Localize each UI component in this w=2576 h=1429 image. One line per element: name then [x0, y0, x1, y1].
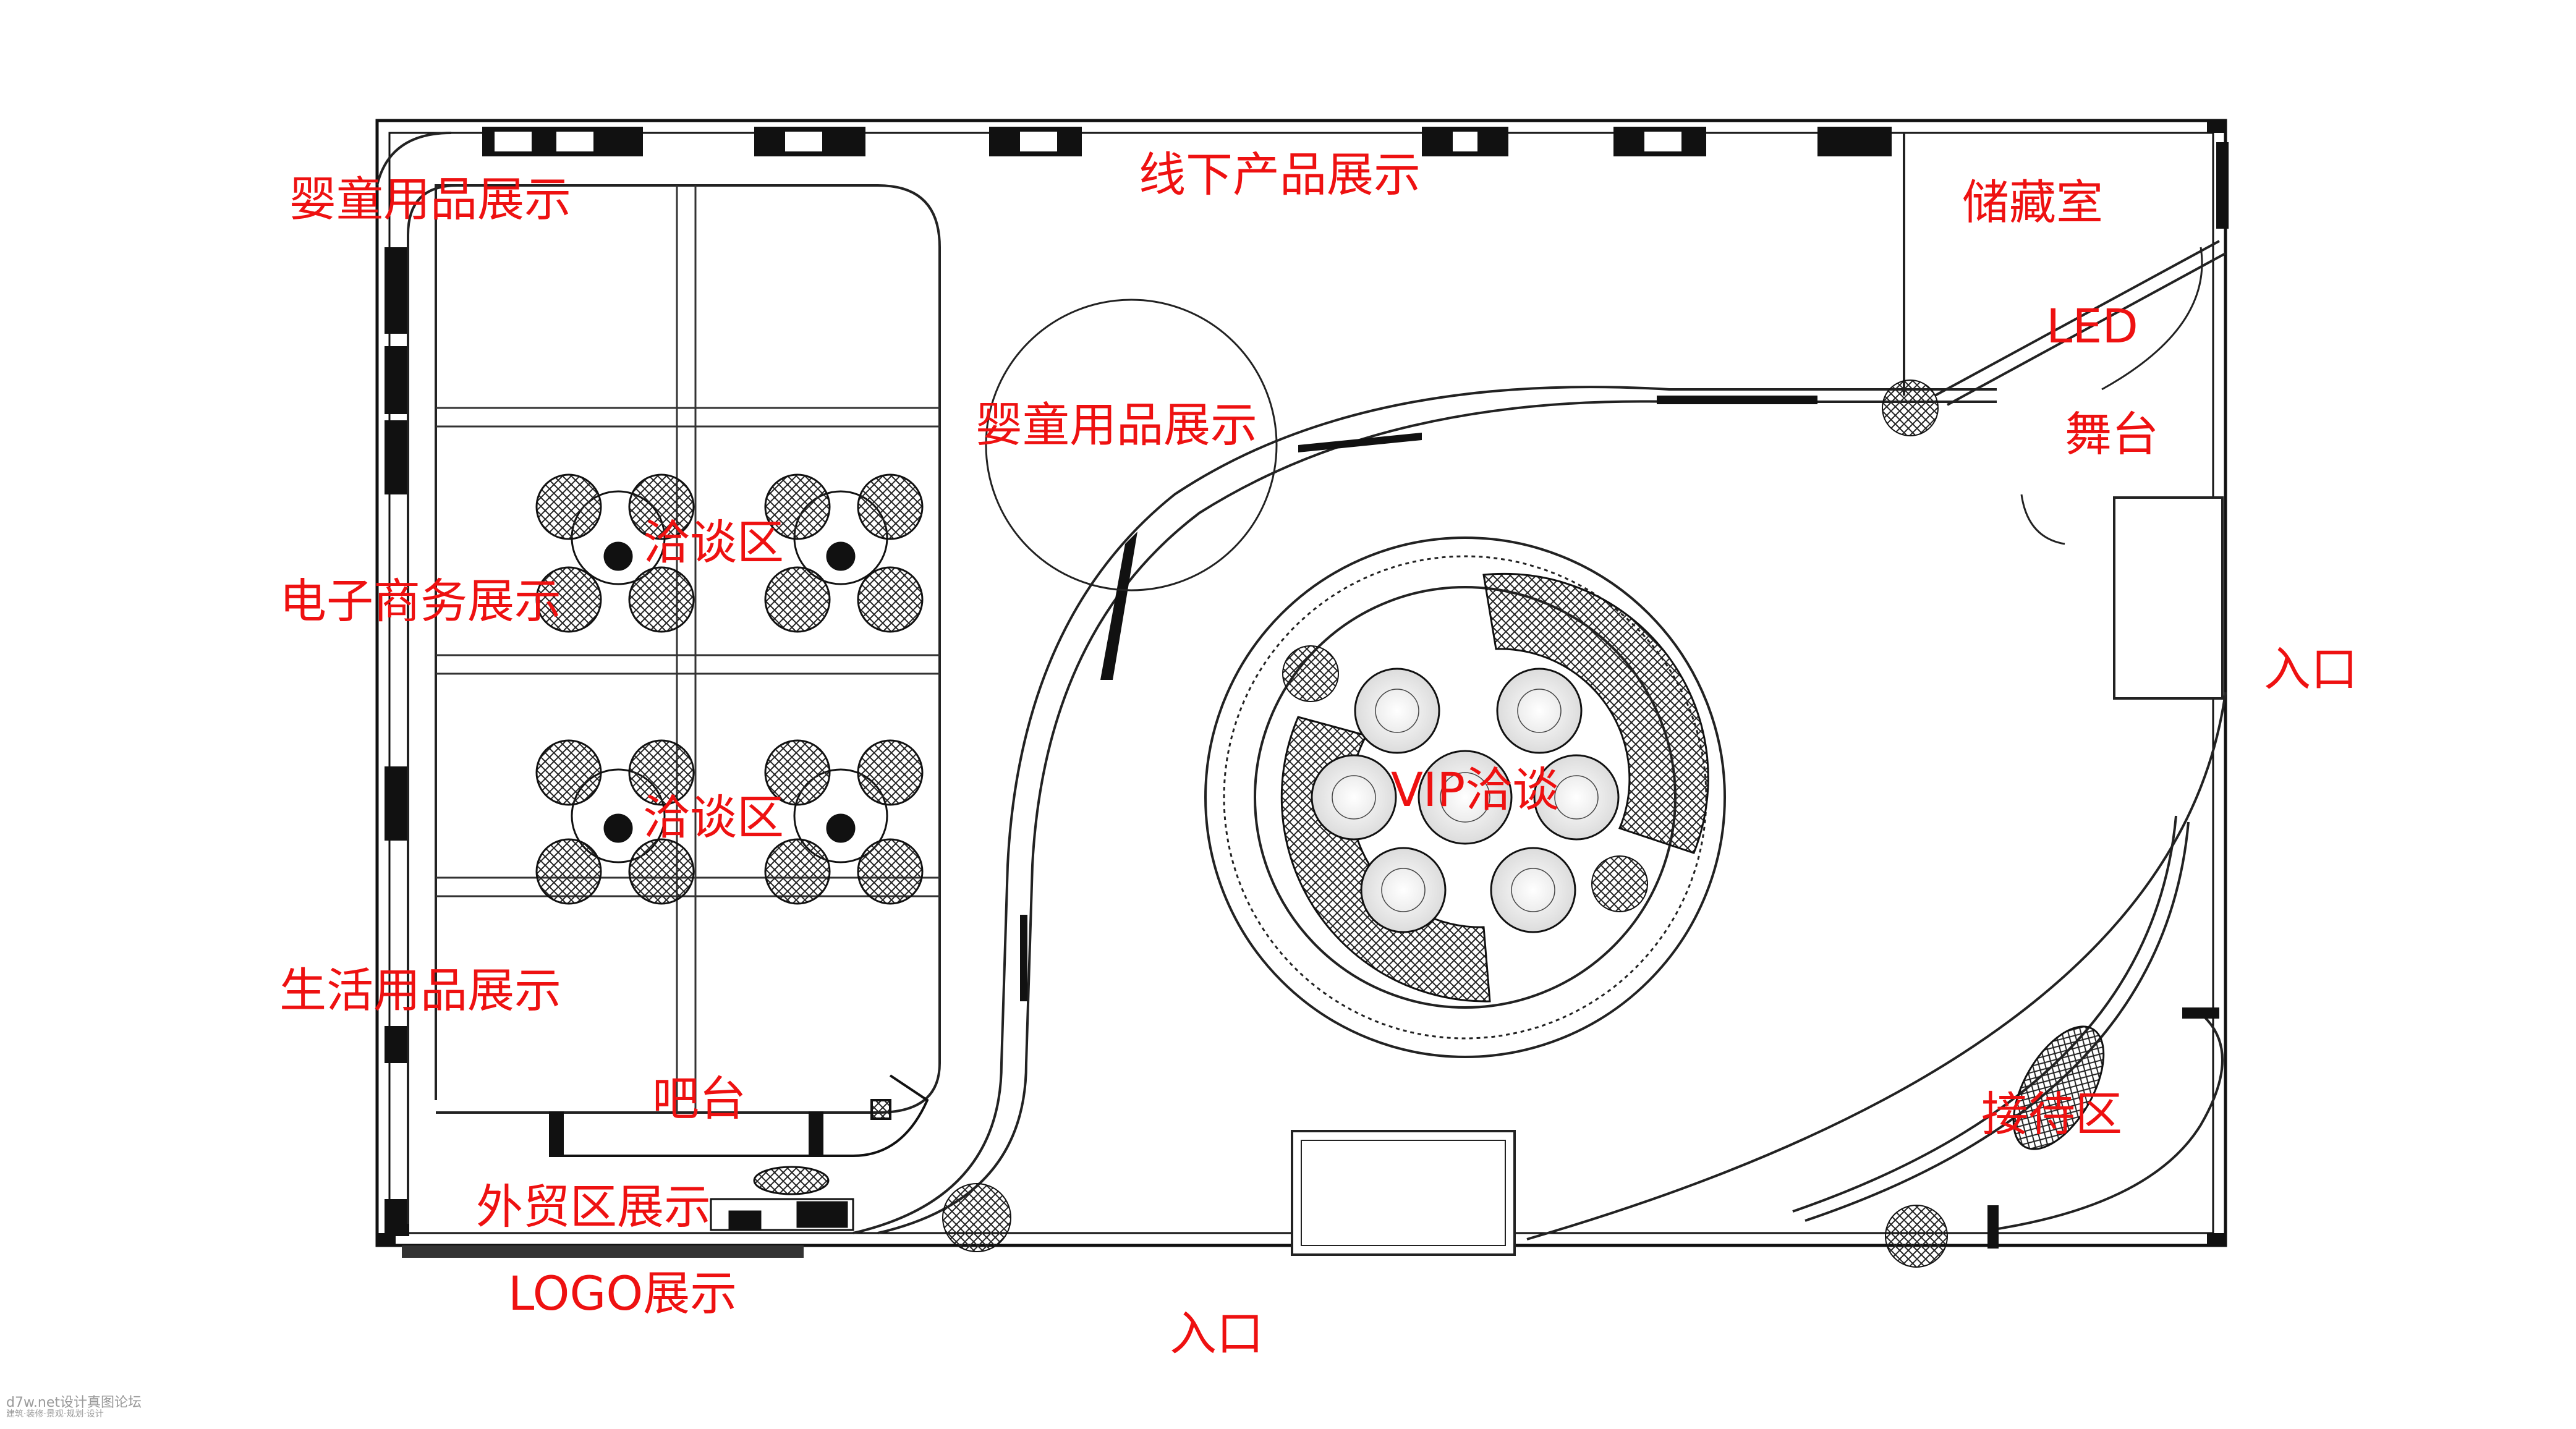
watermark-line2: 建筑·装修·景观·规划·设计: [6, 1409, 104, 1420]
right-entrance-frame: [2113, 496, 2224, 700]
storage-room: [1903, 133, 2226, 406]
vip-round-tables: [1311, 668, 1620, 933]
watermark-line1: d7w.net设计真图论坛: [6, 1395, 142, 1410]
plants: [942, 380, 1948, 1268]
reception-panel: [2182, 1007, 2219, 1019]
table-group-4: [764, 739, 924, 905]
label-baby-products-middle: 婴童用品展示: [976, 397, 1257, 452]
label-stage: 舞台: [2065, 407, 2159, 462]
negotiation-tables-bottom: [535, 739, 924, 905]
left-zone-outline: [376, 132, 941, 1224]
label-negotiation-area-2: 洽谈区: [643, 790, 784, 845]
right-wall-panel: [2216, 142, 2229, 229]
label-bar: 吧台: [652, 1071, 746, 1126]
label-ecommerce-display: 电子商务展示: [279, 574, 561, 629]
reception-panel-2: [1987, 1205, 1999, 1249]
corner-markers: [377, 121, 2225, 1245]
label-entrance-right: 入口: [2264, 642, 2358, 697]
label-offline-products: 线下产品展示: [1139, 147, 1421, 202]
label-entrance-bottom: 入口: [1170, 1306, 1264, 1361]
reception-sofa: [2012, 1025, 2105, 1150]
watermark: d7w.net设计真图论坛 建筑·装修·景观·规划·设计: [6, 1396, 142, 1419]
stage-arc: [2020, 494, 2065, 545]
logo-wall: [402, 1245, 804, 1258]
baby-products-circle: [985, 299, 1278, 592]
label-baby-products-top-left: 婴童用品展示: [289, 172, 571, 227]
label-vip-negotiation: VIP洽谈: [1391, 762, 1560, 817]
label-logo-display: LOGO展示: [508, 1266, 738, 1321]
label-storage-room: 储藏室: [1962, 175, 2103, 230]
negotiation-tables-top: [535, 473, 924, 633]
label-reception: 接待区: [1981, 1087, 2122, 1142]
table-group-1: [535, 473, 695, 633]
label-foreign-trade-display: 外贸区展示: [476, 1179, 711, 1234]
label-led: LED: [2046, 299, 2138, 354]
bottom-entrance-box: [1291, 1130, 1516, 1256]
label-negotiation-area-1: 洽谈区: [643, 515, 784, 570]
curved-wall-accents: [1020, 396, 1817, 1001]
table-group-3: [535, 739, 695, 905]
foreign-trade-display: [710, 1166, 854, 1231]
bar-counter: [549, 1074, 929, 1157]
left-wall-displays: [385, 247, 409, 1236]
table-group-2: [764, 473, 924, 633]
storage-door-arc: [2101, 247, 2203, 391]
central-curved-wall: [852, 386, 1997, 1234]
left-zone-grid: [436, 185, 940, 1113]
label-daily-goods-display: 生活用品展示: [279, 963, 561, 1018]
